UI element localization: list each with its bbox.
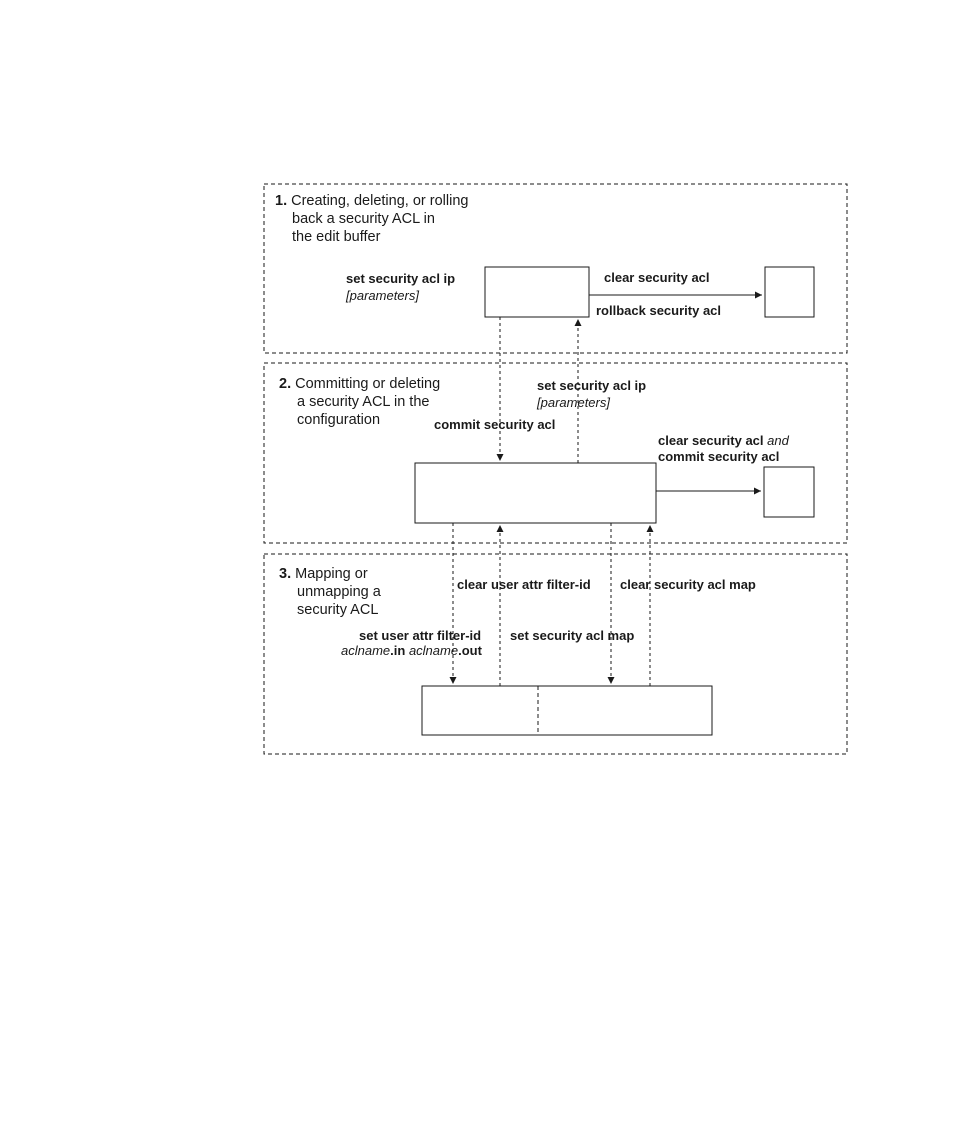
section-2-line-3: configuration bbox=[297, 412, 381, 428]
section-1-line-2: back a security ACL in bbox=[292, 211, 435, 227]
deleted-box-1 bbox=[764, 266, 815, 318]
section-1-line-1: Creating, deleting, or rolling bbox=[291, 193, 469, 209]
section-3-line-2: unmapping a bbox=[297, 584, 381, 600]
section-1-frame bbox=[263, 183, 848, 354]
mapping-box bbox=[421, 685, 713, 736]
aclname-in-out-label: aclname.in aclname.out bbox=[341, 642, 482, 659]
commit-acl-label-2: commit security acl bbox=[658, 449, 780, 464]
section-2-number: 2. bbox=[279, 376, 292, 392]
parameters-label-1: [parameters] bbox=[346, 288, 419, 303]
edit-buffer-box bbox=[484, 266, 590, 318]
section-2-line-2: a security ACL in the bbox=[297, 394, 430, 410]
configuration-box bbox=[414, 462, 657, 524]
set-user-attr-label: set user attr filter-id bbox=[359, 628, 482, 643]
clear-acl-map-label: clear security acl map bbox=[620, 577, 756, 592]
and-label: and bbox=[767, 433, 789, 448]
set-acl-ip-label-1: set security acl ip bbox=[346, 271, 456, 286]
set-acl-ip-label-2: set security acl ip bbox=[537, 378, 647, 393]
section-3-heading: 3. Mapping or bbox=[279, 565, 368, 583]
section-3-line-1: Mapping or bbox=[295, 566, 368, 582]
section-1-line-3: the edit buffer bbox=[292, 229, 381, 245]
section-3-number: 3. bbox=[279, 566, 292, 582]
set-acl-map-label: set security acl map bbox=[510, 628, 635, 643]
section-2-frame bbox=[263, 362, 848, 544]
section-1-number: 1. bbox=[275, 193, 288, 209]
deleted-box-2 bbox=[763, 466, 815, 518]
section-2-line-1: Committing or deleting bbox=[295, 376, 441, 392]
aclname-1: aclname bbox=[341, 643, 391, 658]
out-suffix: .out bbox=[458, 643, 482, 658]
rollback-acl-label: rollback security acl bbox=[596, 303, 722, 318]
clear-user-attr-label: clear user attr filter-id bbox=[457, 577, 591, 592]
section-1-heading: 1. Creating, deleting, or rolling bbox=[275, 192, 468, 210]
section-3-frame bbox=[263, 553, 848, 755]
section-2-heading: 2. Committing or deleting bbox=[279, 375, 440, 393]
clear-acl-label-2: clear security acl bbox=[658, 433, 764, 448]
in-suffix: .in bbox=[390, 643, 406, 658]
parameters-label-2: [parameters] bbox=[537, 395, 610, 410]
commit-acl-label: commit security acl bbox=[434, 417, 556, 432]
section-3-line-3: security ACL bbox=[297, 602, 379, 618]
clear-acl-label: clear security acl bbox=[604, 270, 710, 285]
clear-and-commit-label-line-1: clear security acl and bbox=[658, 432, 789, 449]
aclname-2: aclname bbox=[408, 643, 459, 658]
